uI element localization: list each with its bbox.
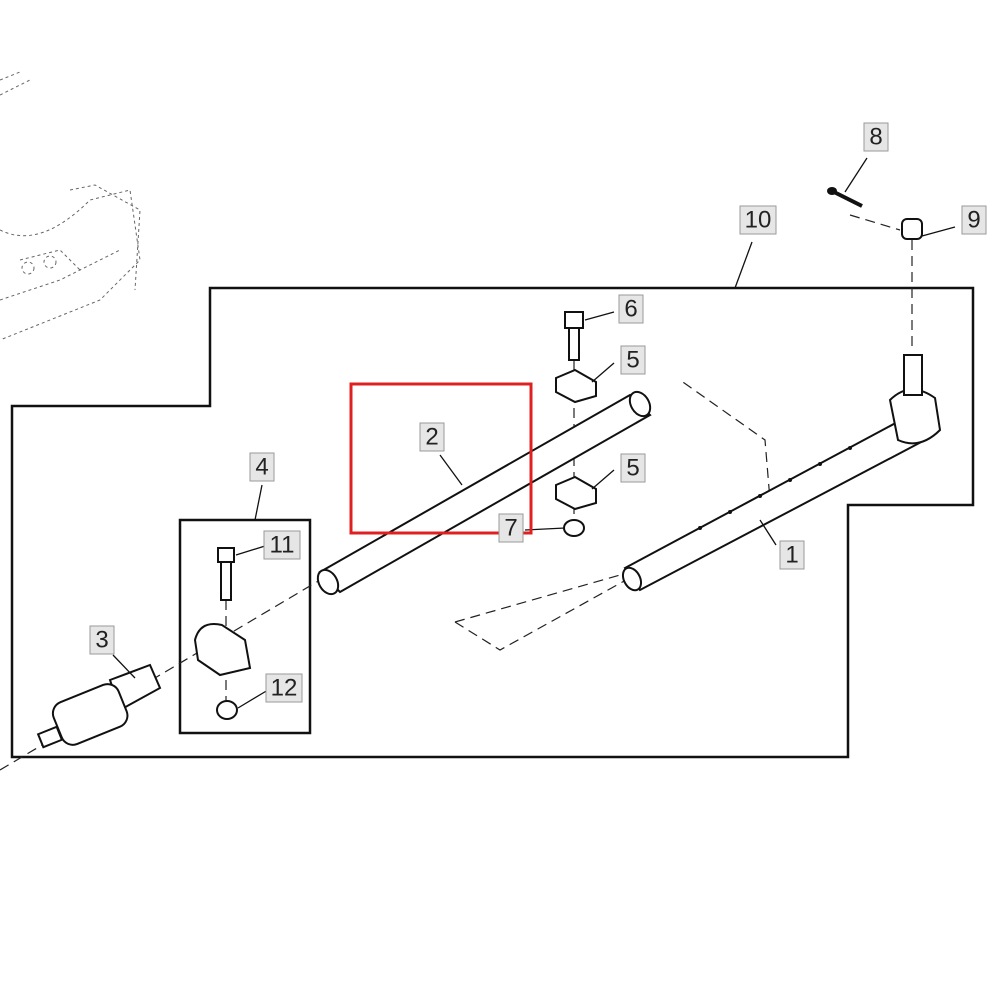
part-2-tube <box>316 390 652 596</box>
callout-9[interactable]: 9 <box>961 205 987 235</box>
callout-11[interactable]: 11 <box>263 530 301 560</box>
callout-text: 2 <box>425 424 438 451</box>
part-5-clamp-lower <box>555 475 597 511</box>
kit-outline <box>10 286 975 759</box>
callout-6[interactable]: 6 <box>618 294 644 324</box>
callout-text: 3 <box>95 627 108 654</box>
leader-lines <box>112 157 956 709</box>
callout-text: 1 <box>785 542 798 569</box>
callout-5-lower[interactable]: 5 <box>620 453 646 483</box>
part-6-bolt <box>564 311 584 361</box>
callout-text: 5 <box>626 455 639 482</box>
callout-text: 8 <box>869 124 882 151</box>
callout-text: 7 <box>504 515 517 542</box>
part-5-clamp-upper <box>555 368 597 404</box>
callout-text: 12 <box>271 675 298 702</box>
callout-text: 10 <box>745 207 772 234</box>
callout-3[interactable]: 3 <box>89 625 115 655</box>
part-12-nut <box>216 700 238 720</box>
callout-text: 6 <box>624 296 637 323</box>
callout-2[interactable]: 2 <box>419 422 445 452</box>
part-9-castle-nut <box>901 218 923 240</box>
clamp <box>193 623 252 677</box>
part-1-tie-rod-end <box>621 354 942 592</box>
part-3-inner-tie-rod <box>36 663 162 749</box>
callout-4[interactable]: 4 <box>249 452 275 482</box>
callout-text: 5 <box>626 347 639 374</box>
callout-text: 4 <box>255 454 268 481</box>
part-7-nut <box>563 519 585 537</box>
background-frame-sketch <box>0 71 141 341</box>
callout-7[interactable]: 7 <box>498 513 524 543</box>
callout-12[interactable]: 12 <box>265 673 303 703</box>
callout-1[interactable]: 1 <box>779 540 805 570</box>
callout-text: 11 <box>270 532 295 559</box>
highlight-box-part-2 <box>349 382 533 535</box>
callout-8[interactable]: 8 <box>863 122 889 152</box>
part-8-cotter-pin <box>827 187 863 208</box>
callout-text: 9 <box>967 207 980 234</box>
part-11-bolt <box>217 547 235 601</box>
callout-5-upper[interactable]: 5 <box>620 345 646 375</box>
clamp-kit-box <box>178 518 312 735</box>
callout-10[interactable]: 10 <box>739 205 777 235</box>
